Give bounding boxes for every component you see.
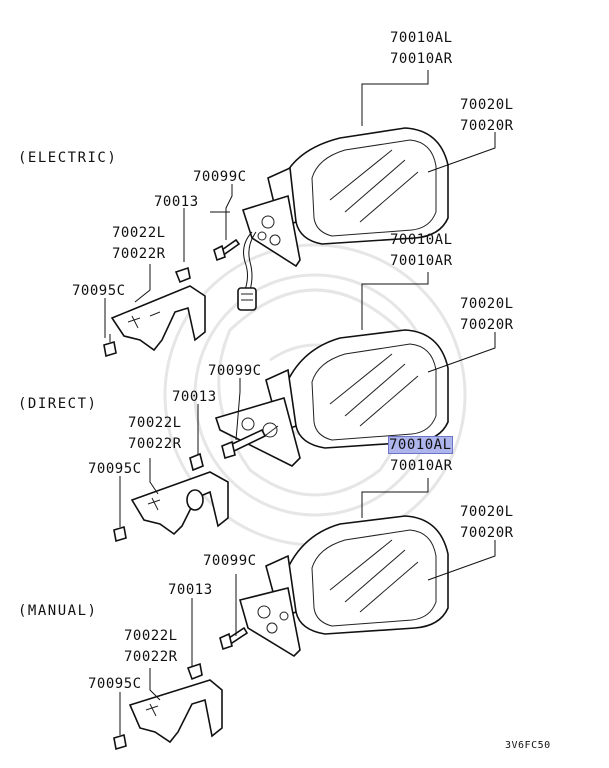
part-number-screw[interactable]: 70099C [193,169,247,185]
part-number-mirror-right[interactable]: 70010AR [390,253,453,269]
part-number-clip[interactable]: 70095C [72,283,126,299]
group-label-manual: (MANUAL) [18,603,98,619]
part-number-glass-right[interactable]: 70020R [460,525,514,541]
part-number-mirror-right[interactable]: 70010AR [390,51,453,67]
part-number-mirror-left-highlighted[interactable]: 70010AL [388,436,453,454]
part-number-mirror-left[interactable]: 70010AL [390,232,453,248]
manual-leader-lines [119,478,496,732]
part-number-nut[interactable]: 70013 [172,389,217,405]
part-number-bracket-left[interactable]: 70022L [112,225,166,241]
part-number-glass-left[interactable]: 70020L [460,97,514,113]
part-number-nut[interactable]: 70013 [154,194,199,210]
group-label-electric: (ELECTRIC) [18,150,118,166]
part-number-glass-left[interactable]: 70020L [460,504,514,520]
part-number-clip[interactable]: 70095C [88,676,142,692]
part-number-glass-right[interactable]: 70020R [460,118,514,134]
part-number-screw[interactable]: 70099C [208,363,262,379]
electric-mirror-drawing [103,127,449,358]
electric-leader-lines [104,70,496,338]
figure-code: 3V6FC50 [505,740,551,751]
part-number-clip[interactable]: 70095C [88,461,142,477]
part-number-glass-left[interactable]: 70020L [460,296,514,312]
group-label-direct: (DIRECT) [18,396,98,412]
part-number-bracket-right[interactable]: 70022R [128,436,182,452]
direct-mirror-drawing [113,329,449,543]
part-number-screw[interactable]: 70099C [203,553,257,569]
part-number-bracket-left[interactable]: 70022L [128,415,182,431]
part-number-mirror-left[interactable]: 70010AL [390,30,453,46]
direct-leader-lines [119,272,496,522]
part-number-bracket-left[interactable]: 70022L [124,628,178,644]
manual-mirror-drawing [113,515,449,751]
part-number-bracket-right[interactable]: 70022R [124,649,178,665]
part-number-bracket-right[interactable]: 70022R [112,246,166,262]
part-number-nut[interactable]: 70013 [168,582,213,598]
part-number-mirror-right[interactable]: 70010AR [390,458,453,474]
part-number-glass-right[interactable]: 70020R [460,317,514,333]
